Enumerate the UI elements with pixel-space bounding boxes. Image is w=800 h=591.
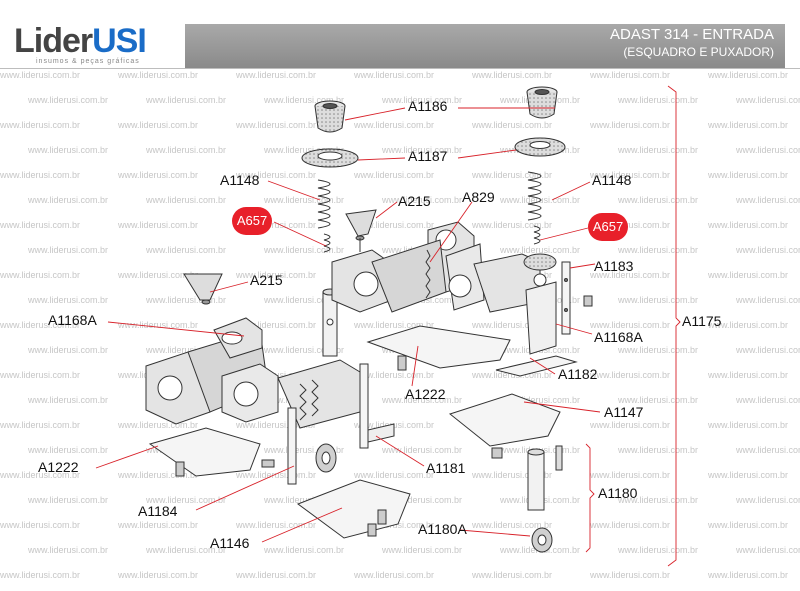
label-a215-left: A215: [250, 272, 283, 288]
label-a1187: A1187: [408, 148, 448, 164]
label-a1180a: A1180A: [418, 521, 467, 537]
part-a1148-right-spring: [527, 171, 542, 221]
page-title: ADAST 314 - ENTRADA: [610, 26, 774, 43]
part-a657-right-small-spring: [533, 225, 541, 245]
part-a1147-plate: [448, 393, 561, 447]
label-a215-top: A215: [398, 193, 431, 209]
part-a215-left: [183, 273, 223, 305]
liderusi-logo: LiderUSI insumos & peças gráficas: [14, 22, 147, 65]
part-a1222-left-plate: [148, 427, 261, 477]
logo-main-text: Lider: [14, 22, 93, 60]
label-a1182: A1182: [558, 366, 598, 382]
label-a1168a-left: A1168A: [48, 312, 97, 328]
part-a1187-right-washer: [514, 137, 566, 157]
part-a1181-bracket: [359, 363, 395, 449]
label-a1146: A1146: [210, 535, 250, 551]
logo-tagline: insumos & peças gráficas: [36, 58, 140, 65]
label-a1186: A1186: [408, 98, 448, 114]
part-center-block: [331, 221, 557, 313]
label-a1148-left: A1148: [220, 172, 260, 188]
header: LiderUSI insumos & peças gráficas ADAST …: [0, 0, 800, 68]
label-a1222-left: A1222: [38, 459, 79, 475]
part-a1186-right-knob: [526, 86, 558, 119]
part-a1148-left-spring: [317, 179, 331, 229]
label-a1147: A1147: [604, 404, 644, 420]
label-a1183: A1183: [594, 258, 634, 274]
part-a215-top: [345, 209, 377, 252]
part-a1182-plate: [495, 355, 578, 377]
part-a1184-bracket: [287, 407, 297, 485]
label-a1222-center: A1222: [405, 386, 446, 402]
badge-a657-left: A657: [232, 207, 272, 235]
header-divider: [0, 68, 800, 69]
part-a1187-left-washer: [301, 148, 359, 168]
leader-lines: [95, 85, 681, 567]
logo-accent-text: USI: [92, 22, 147, 60]
label-a1175: A1175: [682, 313, 722, 329]
label-a1181: A1181: [426, 460, 466, 476]
part-a1180a-roller: [531, 527, 553, 553]
part-a1168a-right-bracket: [525, 261, 571, 355]
label-a1184: A1184: [138, 503, 178, 519]
label-a1148-right: A1148: [592, 172, 632, 188]
title-banner: [185, 24, 785, 68]
label-a1180: A1180: [598, 485, 638, 501]
part-left-block: [145, 317, 361, 429]
part-left-pin: [322, 288, 338, 357]
part-a657-left-small-spring: [323, 233, 331, 253]
page-subtitle: (ESQUADRO E PUXADOR): [623, 45, 774, 59]
part-roller: [315, 443, 337, 473]
part-a1180-pin: [527, 445, 563, 511]
label-a1168a-right: A1168A: [594, 329, 643, 345]
label-a829: A829: [462, 189, 495, 205]
part-a1186-left-knob: [314, 100, 346, 133]
part-a1222-center-plate: [366, 325, 511, 369]
badge-a657-right: A657: [588, 213, 628, 241]
part-a1146-plate: [296, 479, 411, 539]
screw-parts: [175, 295, 593, 537]
